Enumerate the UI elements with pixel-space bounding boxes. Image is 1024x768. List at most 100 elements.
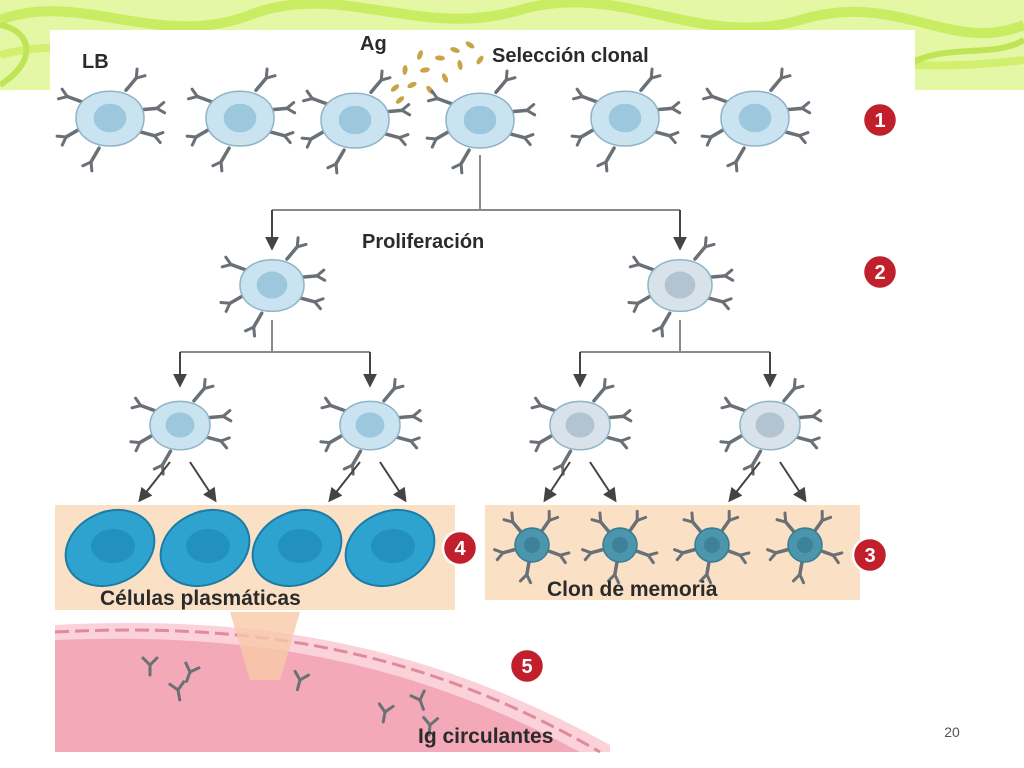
receptor-arm (581, 548, 593, 555)
receptor-stem (652, 129, 672, 138)
page-number: 20 (944, 724, 960, 740)
antibody-icon (377, 702, 395, 724)
antigen-icon (465, 41, 475, 49)
antigen-icon (390, 84, 400, 92)
receptor-arm (558, 553, 567, 565)
antibody-stem (176, 688, 182, 702)
cell-nucleus (463, 105, 497, 135)
receptor-arm (202, 384, 215, 390)
receptor-stem (328, 403, 348, 413)
receptor-stem (310, 96, 330, 106)
antibody-arm (422, 715, 432, 727)
receptor-arm (411, 414, 423, 423)
receptor-arm (185, 134, 198, 139)
receptor-arm (621, 414, 633, 423)
antibody-arm (176, 680, 186, 692)
receptor-arm (783, 511, 788, 524)
receptor-stem (494, 78, 509, 95)
antigen-icon (417, 50, 423, 60)
antibody-arm (377, 702, 387, 714)
b-cell-icon (570, 67, 682, 173)
receptor-stem (769, 76, 784, 93)
receptor-stem (395, 414, 415, 420)
b-cell-icon (319, 378, 423, 476)
receptor-stem (382, 386, 397, 403)
receptor-stem (579, 127, 597, 139)
receptor-arm (518, 573, 529, 583)
antibody-arm (168, 682, 180, 692)
receptor-arm (598, 511, 603, 524)
receptor-arm (313, 300, 322, 311)
receptor-stem (124, 76, 139, 93)
receptor-stem (139, 106, 159, 112)
receptor-stem (299, 274, 319, 279)
antibody-arm (148, 656, 159, 667)
plasma-cells-label: Células plasmáticas (100, 587, 301, 610)
receptor-arm (219, 300, 232, 305)
vessel-wall (54, 628, 601, 754)
receptor-stem (604, 146, 616, 164)
receptor-arm (430, 89, 439, 101)
receptor-stem (328, 432, 346, 445)
receptor-stem (382, 131, 402, 140)
receptor-stem (64, 127, 82, 139)
receptor-arm (596, 160, 608, 168)
b-cell-icon (700, 67, 812, 173)
receptor-arm (324, 396, 333, 408)
receptor-arm (326, 162, 338, 170)
cell-nucleus (223, 103, 257, 133)
memory-cell-icon (493, 509, 571, 585)
receptor-arm (635, 515, 648, 522)
receptor-stem (138, 432, 156, 445)
receptor-arm (134, 74, 147, 80)
receptor-stem (459, 148, 471, 166)
swirl-stroke (0, 22, 30, 88)
antibody-icon (184, 661, 201, 683)
receptor-arm (379, 76, 392, 82)
antibody-arm (428, 717, 440, 727)
receptor-arm (397, 136, 407, 147)
b-cell-icon (627, 236, 735, 338)
receptor-arm (224, 255, 233, 267)
b-cell-icon (529, 378, 633, 476)
receptor-arm (529, 440, 542, 445)
receptor-arm (152, 134, 162, 145)
plasma-cell-nucleus (91, 529, 135, 563)
memory-cell-nucleus (704, 537, 720, 553)
memory-cell-icon (581, 509, 659, 585)
step-badge-number: 1 (874, 110, 885, 132)
receptor-arm (723, 274, 735, 282)
step-badge: 1 (861, 101, 899, 139)
cell-nucleus (165, 412, 195, 438)
cell-nucleus (338, 105, 372, 135)
receptor-arm (649, 74, 662, 80)
step-badge-number: 5 (521, 656, 532, 678)
b-cell-icon (425, 69, 537, 175)
plasma-cell-nucleus (186, 529, 230, 563)
memory-clone-label: Clon de memoria (547, 578, 718, 601)
plasma-cell-nucleus (371, 529, 415, 563)
receptor-stem (659, 311, 672, 329)
receptor-arm (742, 463, 754, 471)
plasma-cell-icon (251, 509, 343, 587)
receptor-stem (507, 131, 527, 140)
secretion-cone (230, 612, 300, 680)
receptor-stem (639, 76, 654, 93)
receptor-arm (646, 553, 655, 565)
arrow (589, 461, 617, 503)
step-badge-number: 4 (454, 538, 466, 560)
receptor-stem (784, 106, 804, 112)
antibody-arm (409, 694, 422, 702)
receptor-arm (727, 515, 740, 522)
receptor-arm (779, 74, 792, 80)
receptor-arm (667, 134, 677, 145)
receptor-stem (636, 293, 654, 306)
receptor-arm (570, 134, 583, 139)
receptor-arm (726, 160, 738, 168)
receptor-arm (719, 440, 732, 445)
b-cell-icon (719, 378, 823, 476)
antibody-arm (141, 656, 152, 667)
step-badge-circle (441, 529, 479, 567)
memory-cell-nucleus (612, 537, 628, 553)
receptor-stem (782, 386, 797, 403)
